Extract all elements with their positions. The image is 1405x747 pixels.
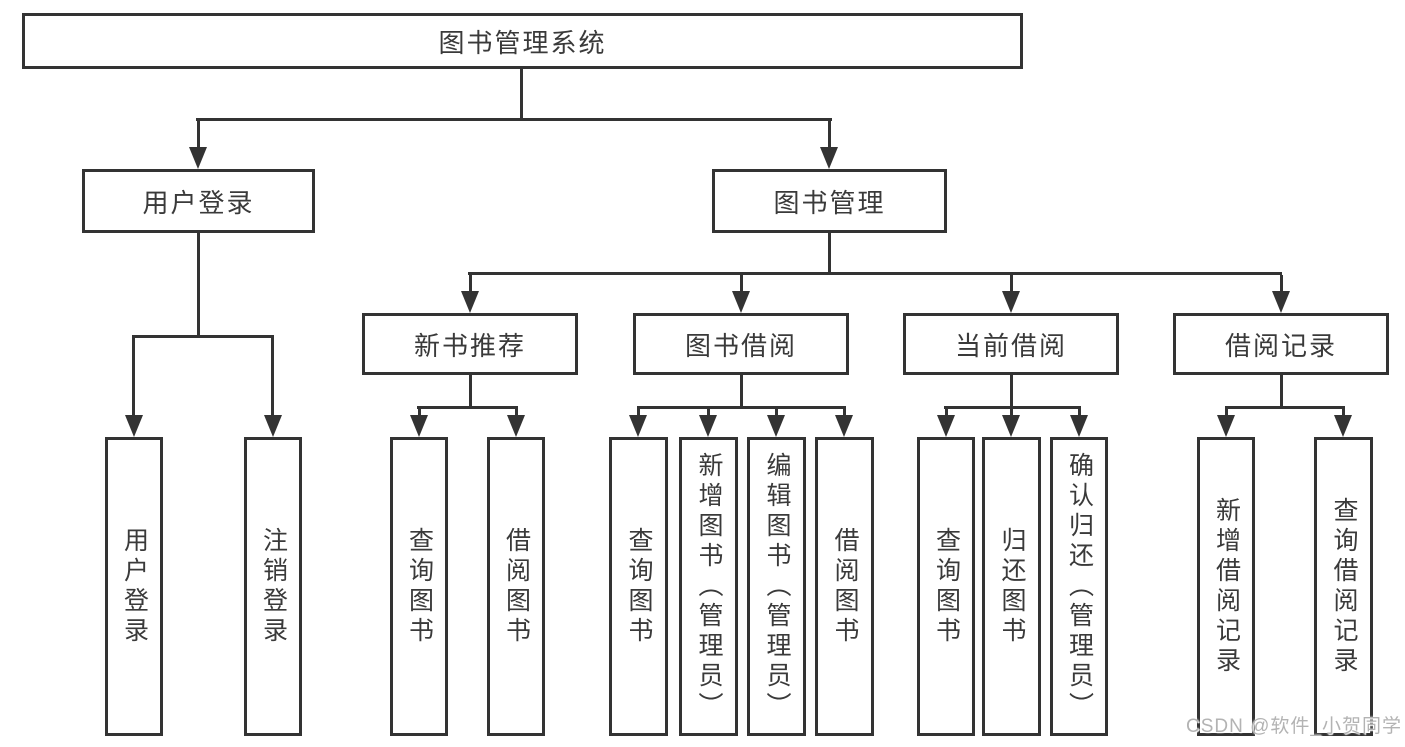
connector-line: [740, 275, 743, 295]
node-label: 查询图书: [405, 526, 434, 647]
connector-arrowhead: [1334, 415, 1352, 437]
connector-line: [944, 406, 1081, 409]
connector-line: [197, 233, 200, 335]
connector-arrowhead: [732, 291, 750, 313]
connector-line: [1225, 409, 1228, 419]
node-borrow-books-1: 借阅图书: [487, 437, 545, 736]
node-label: 借阅图书: [831, 526, 859, 647]
node-return-books: 归还图书: [982, 437, 1041, 736]
connector-line: [418, 409, 421, 419]
connector-arrowhead: [264, 415, 282, 437]
node-query-borrow-record: 查询借阅记录: [1314, 437, 1373, 736]
node-book-borrow: 图书借阅: [633, 313, 849, 375]
node-label: 当前借阅: [954, 330, 1067, 361]
node-query-books-1: 查询图书: [390, 437, 448, 736]
connector-line: [196, 118, 832, 121]
node-current-borrow: 当前借阅: [903, 313, 1119, 375]
node-add-books-admin: 新增图书（管理员）: [679, 437, 738, 736]
node-label: 借阅图书: [502, 526, 531, 647]
node-label: 图书借阅: [684, 330, 797, 361]
connector-arrowhead: [820, 147, 838, 169]
node-label: 编辑图书（管理员）: [763, 451, 791, 722]
connector-arrowhead: [410, 415, 428, 437]
connector-line: [707, 409, 710, 419]
watermark-text: CSDN @软件_小贺同学: [1186, 716, 1402, 737]
node-add-borrow-record: 新增借阅记录: [1197, 437, 1255, 736]
connector-line: [520, 69, 523, 118]
node-label: 用户登录: [142, 187, 255, 218]
connector-line: [132, 335, 274, 338]
connector-line: [417, 406, 518, 409]
connector-line: [132, 338, 135, 418]
connector-line: [1342, 409, 1345, 419]
connector-arrowhead: [461, 291, 479, 313]
connector-arrowhead: [937, 415, 955, 437]
node-new-book-recommend: 新书推荐: [362, 313, 578, 375]
node-label: 查询图书: [932, 526, 961, 647]
connector-arrowhead: [1002, 415, 1020, 437]
connector-line: [1225, 406, 1345, 409]
connector-arrowhead: [1272, 291, 1290, 313]
node-borrow-books-2: 借阅图书: [815, 437, 874, 736]
connector-line: [828, 121, 831, 151]
connector-line: [271, 338, 274, 418]
node-query-books-2: 查询图书: [609, 437, 668, 736]
connector-line: [515, 409, 518, 419]
node-label: 新书推荐: [413, 330, 526, 361]
node-edit-books-admin: 编辑图书（管理员）: [747, 437, 806, 736]
node-label: 新增图书（管理员）: [695, 451, 723, 722]
node-label: 归还图书: [998, 526, 1026, 647]
connector-line: [775, 409, 778, 419]
connector-line: [945, 409, 948, 419]
connector-arrowhead: [1070, 415, 1088, 437]
node-label: 新增借阅记录: [1212, 496, 1241, 677]
connector-line: [637, 406, 846, 409]
node-logout: 注销登录: [244, 437, 302, 736]
node-book-management-branch: 图书管理: [712, 169, 947, 233]
connector-line: [1010, 275, 1013, 295]
connector-arrowhead: [699, 415, 717, 437]
connector-line: [469, 275, 472, 295]
node-user-login: 用户登录: [105, 437, 163, 736]
node-label: 图书管理: [773, 187, 886, 218]
node-label: 注销登录: [259, 526, 288, 647]
connector-arrowhead: [629, 415, 647, 437]
connector-arrowhead: [767, 415, 785, 437]
connector-line: [469, 375, 472, 406]
node-user-login-branch: 用户登录: [82, 169, 315, 233]
node-label: 图书管理系统: [438, 27, 607, 58]
node-book-management-system: 图书管理系统: [22, 13, 1023, 69]
node-query-books-3: 查询图书: [917, 437, 975, 736]
connector-line: [828, 233, 831, 272]
connector-line: [1010, 375, 1013, 406]
connector-line: [1078, 409, 1081, 419]
connector-line: [740, 375, 743, 406]
connector-line: [197, 121, 200, 151]
node-label: 确认归还（管理员）: [1065, 451, 1094, 722]
connector-arrowhead: [835, 415, 853, 437]
connector-arrowhead: [507, 415, 525, 437]
node-label: 查询图书: [625, 526, 653, 647]
connector-arrowhead: [1002, 291, 1020, 313]
node-confirm-return-admin: 确认归还（管理员）: [1050, 437, 1108, 736]
connector-arrowhead: [125, 415, 143, 437]
node-label: 查询借阅记录: [1330, 496, 1358, 677]
node-borrow-records: 借阅记录: [1173, 313, 1389, 375]
node-label: 借阅记录: [1224, 330, 1337, 361]
connector-line: [1280, 375, 1283, 406]
connector-arrowhead: [189, 147, 207, 169]
connector-line: [1280, 275, 1283, 295]
connector-line: [843, 409, 846, 419]
connector-line: [637, 409, 640, 419]
connector-arrowhead: [1217, 415, 1235, 437]
connector-line: [1010, 409, 1013, 419]
connector-line: [468, 272, 1282, 275]
node-label: 用户登录: [120, 526, 149, 647]
